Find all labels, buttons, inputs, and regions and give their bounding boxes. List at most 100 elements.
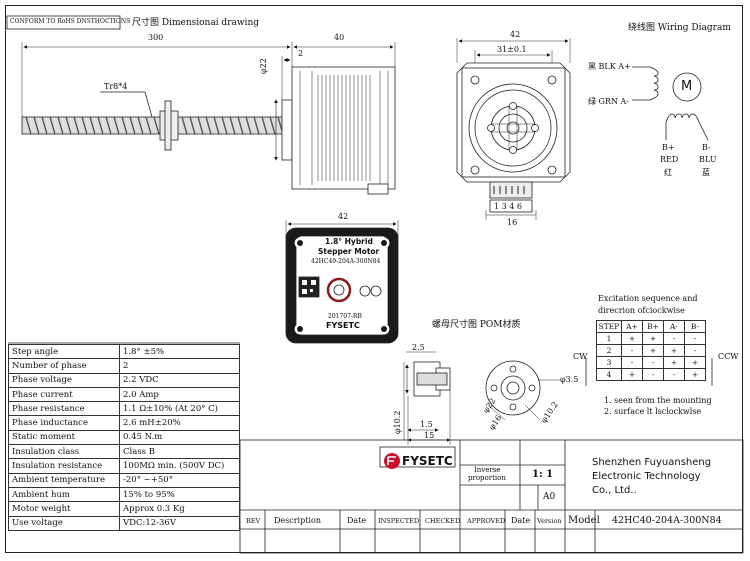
wire-a-plus: 黑 BLK A+ bbox=[588, 62, 631, 71]
plate-line1: 1.8° Hybrid bbox=[325, 237, 373, 246]
ccw-label: CCW bbox=[718, 352, 739, 361]
excitation-row: 1 + + - - bbox=[596, 332, 706, 345]
connector-pins: 1 3 4 6 bbox=[494, 202, 522, 211]
spec-value: Approx 0.3 Kg bbox=[119, 501, 240, 517]
excitation-cell: + bbox=[621, 332, 643, 345]
dim-300: 300 bbox=[148, 33, 164, 42]
excitation-note-2: 2. surface lt lsclockwlse bbox=[604, 407, 702, 416]
motor-front-view bbox=[456, 38, 571, 220]
spec-row: Ambient temperature-20° ~+50° bbox=[8, 472, 240, 488]
rev-header: REV bbox=[246, 517, 261, 525]
wire-blu-cn: 蓝 bbox=[702, 168, 710, 177]
pom-phi10-2: φ10.2 bbox=[393, 410, 402, 434]
spec-value: 2 bbox=[119, 358, 240, 374]
excitation-cell: + bbox=[621, 368, 643, 381]
wire-blu: BLU bbox=[699, 155, 717, 164]
excitation-title-2: direcrion ofciockwise bbox=[598, 306, 685, 315]
rotation-arrows bbox=[585, 358, 713, 386]
date-header-1: Date bbox=[347, 516, 367, 525]
drawing-frame bbox=[5, 5, 743, 553]
inverse-label: Inverse bbox=[474, 466, 501, 474]
pom-2-5: 2.5 bbox=[412, 343, 425, 352]
plate-model: 42HC40-204A-300N84 bbox=[311, 258, 381, 265]
spec-key: Use voltage bbox=[8, 515, 120, 531]
excitation-row: 4 + - - + bbox=[596, 368, 706, 381]
thread-spec: Tr8*4 bbox=[104, 82, 128, 91]
excitation-cell: - bbox=[684, 332, 706, 345]
wire-b-minus: B- bbox=[702, 143, 711, 152]
sheet-size: A0 bbox=[543, 492, 556, 502]
excitation-cell: 4 bbox=[596, 368, 622, 381]
spec-key: Number of phase bbox=[8, 358, 120, 374]
dim-phi22: φ22 bbox=[259, 58, 268, 74]
model-label: Model bbox=[568, 515, 600, 526]
excitation-header: B+ bbox=[642, 320, 664, 333]
excitation-title-1: Excitation sequence and bbox=[598, 294, 698, 303]
wire-red-cn: 红 bbox=[664, 168, 672, 177]
excitation-cell: - bbox=[663, 332, 685, 345]
dim-16: 16 bbox=[507, 218, 518, 227]
plate-date: 201707-RB bbox=[328, 313, 362, 320]
excitation-cell: + bbox=[684, 368, 706, 381]
spec-key: Phase resistance bbox=[8, 401, 120, 417]
excitation-cell: - bbox=[621, 356, 643, 369]
company-line-2: Electronic Technology bbox=[592, 471, 701, 482]
cw-label: CW bbox=[573, 352, 588, 361]
excitation-note-1: 1. seen from the mounting bbox=[604, 396, 712, 405]
excitation-cell: 1 bbox=[596, 332, 622, 345]
wire-a-minus: 绿 GRN A- bbox=[588, 97, 629, 106]
motor-symbol: M bbox=[681, 79, 693, 94]
spec-value: -20° ~+50° bbox=[119, 472, 240, 488]
spec-value: 2.0 Amp bbox=[119, 386, 240, 403]
spec-value: 100MΩ min. (500V DC) bbox=[119, 458, 240, 474]
scale-value: 1: 1 bbox=[532, 469, 554, 480]
pom-1-5: 1.5 bbox=[420, 420, 433, 429]
excitation-cell: - bbox=[621, 344, 643, 357]
excitation-cell: + bbox=[642, 332, 664, 345]
excitation-cell: + bbox=[684, 356, 706, 369]
title-block-brand: FYSETC bbox=[402, 454, 453, 468]
checked-header: CHECKED bbox=[425, 517, 461, 525]
spec-key: Motor weight bbox=[8, 501, 120, 517]
excitation-header: STEP bbox=[596, 320, 622, 333]
pom-15: 15 bbox=[424, 431, 435, 440]
spec-key: Phase voltage bbox=[8, 372, 120, 388]
spec-value: 2.2 VDC bbox=[119, 372, 240, 388]
lead-screw bbox=[21, 91, 291, 151]
spec-value: VDC:12-36V bbox=[119, 515, 240, 531]
pom-nut-drawing bbox=[403, 351, 560, 445]
excitation-header: B- bbox=[684, 320, 706, 333]
plate-line2: Stepper Motor bbox=[318, 247, 380, 256]
excitation-cell: + bbox=[642, 344, 664, 357]
conform-box bbox=[6, 15, 121, 30]
excitation-header-row: STEP A+ B+ A- B- bbox=[596, 320, 706, 333]
version-header: Version bbox=[537, 517, 562, 525]
spec-key: Static moment bbox=[8, 429, 120, 446]
dimension-drawing-title: 尺寸图 Dimensionai drawing bbox=[132, 18, 259, 28]
dim-31: 31±0.1 bbox=[497, 45, 527, 54]
approved-header: APPROVED bbox=[467, 517, 506, 525]
wiring-diagram-title: 绕线图 Wiring Diagram bbox=[628, 23, 731, 33]
conform-text: CONFORM TO RoHS DNSTHOCTIONS bbox=[10, 18, 131, 25]
excitation-cell: - bbox=[642, 368, 664, 381]
excitation-row: 2 - + + - bbox=[596, 344, 706, 357]
description-header: Description bbox=[274, 516, 321, 525]
spec-value: 15% to 95% bbox=[119, 486, 240, 503]
spec-key: Ambient hum bbox=[8, 486, 120, 503]
title-block-logo bbox=[384, 453, 400, 469]
label-plate bbox=[285, 220, 399, 344]
plate-brand: FYSETC bbox=[326, 321, 360, 330]
spec-key: Step angle bbox=[8, 343, 120, 360]
company-line-3: Co., Ltd.. bbox=[592, 485, 637, 496]
